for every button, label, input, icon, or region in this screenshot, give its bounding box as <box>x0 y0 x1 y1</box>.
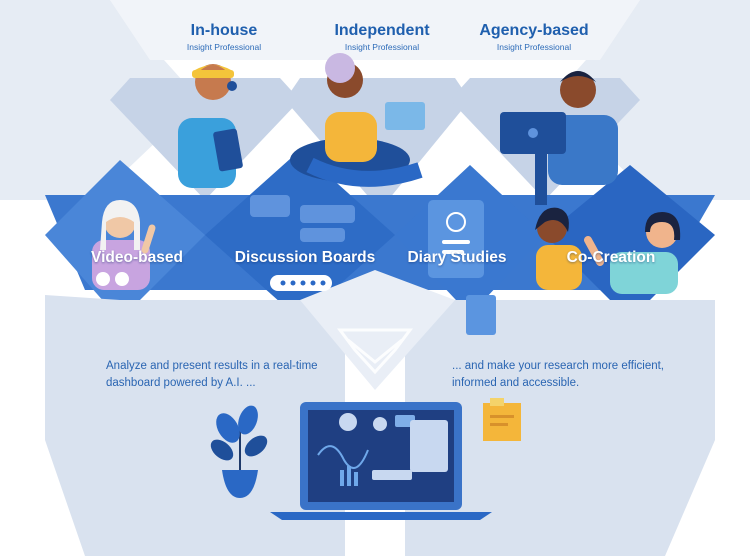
method-label-cocreation: Co-Creation <box>566 249 656 266</box>
method-label-diary: Diary Studies <box>407 249 507 266</box>
cocreation-people <box>535 207 681 294</box>
role-title-agency: Agency-based <box>479 22 589 39</box>
role-title-independent: Independent <box>334 22 430 39</box>
method-label-video: Video-based <box>91 249 183 266</box>
diamond-cocreation <box>545 165 715 320</box>
panel-bottom-right <box>405 300 715 556</box>
agency-person <box>500 71 618 205</box>
in-house-person <box>178 64 243 188</box>
plant-icon <box>210 405 268 498</box>
role-title-in-house: In-house <box>190 22 258 39</box>
dashboard-laptop-icon <box>270 402 492 520</box>
sticky-note-icon <box>483 398 521 441</box>
role-subtitle-agency: Insight Professional <box>496 42 572 52</box>
mic-icon <box>96 272 110 286</box>
caption-right: ... and make your research more efficien… <box>452 360 664 389</box>
role-subtitle-in-house: Insight Professional <box>186 42 262 52</box>
role-subtitle-independent: Insight Professional <box>344 42 420 52</box>
headset-icon <box>227 81 237 91</box>
panel-top-row <box>110 0 640 60</box>
diamond-logo-icon <box>337 328 413 375</box>
discussion-board-art <box>250 195 355 291</box>
caption-left: Analyze and present results in a real-ti… <box>106 360 318 389</box>
chat-bubble-icon <box>250 195 290 217</box>
phone-icon <box>115 272 129 286</box>
independent-person <box>290 53 425 187</box>
method-label-discussion: Discussion Boards <box>234 249 376 266</box>
laptop-icon <box>385 102 425 130</box>
diary-book-icon <box>428 200 496 335</box>
panel-bottom-left <box>45 295 345 556</box>
video-woman <box>92 200 156 290</box>
clipboard-icon <box>213 128 243 172</box>
